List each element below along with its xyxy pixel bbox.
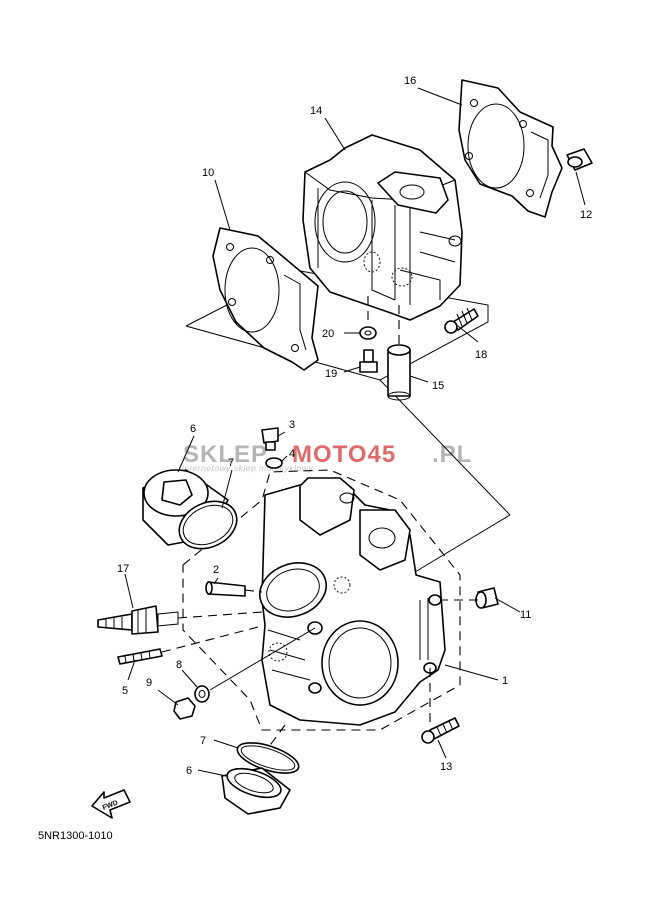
callout-15: 15 [432, 380, 444, 392]
callout-10: 10 [202, 167, 214, 179]
callout-2: 2 [213, 564, 219, 576]
callout-7-upper: 7 [228, 457, 234, 469]
part-8-washer [194, 685, 210, 703]
callout-9: 9 [146, 677, 152, 689]
diagram-code: 5NR1300-1010 [38, 830, 113, 842]
watermark-red-text: MOTO45 [292, 441, 396, 468]
callout-6-lower: 6 [186, 765, 192, 777]
callout-11: 11 [520, 609, 531, 621]
watermark: SKLEP MOTO45 .PL internetowy sklep motoc… [182, 441, 471, 473]
part-19-bolt [359, 349, 378, 373]
callout-7-lower: 7 [200, 735, 206, 747]
callout-8: 8 [176, 659, 182, 671]
callout-labels: 16 12 14 10 18 20 19 15 3 4 6 7 2 17 5 8… [117, 75, 592, 777]
watermark-grey-text: SKLEP [183, 441, 268, 468]
part-7-oring-upper [178, 500, 238, 550]
part-11-dowel [475, 587, 499, 609]
leader-lines [124, 87, 586, 777]
part-9-nut [173, 697, 196, 720]
callout-13: 13 [440, 761, 452, 773]
part-15-pipe [387, 344, 411, 401]
part-18-bolt [444, 307, 479, 334]
callout-12: 12 [580, 209, 592, 221]
callout-6-upper: 6 [190, 423, 196, 435]
callout-18: 18 [475, 349, 487, 361]
part-3-bolt [261, 427, 279, 451]
watermark-tagline: internetowy sklep motocyklowy [182, 463, 313, 473]
callout-17: 17 [117, 563, 129, 575]
part-16-gasket [458, 79, 563, 218]
part-13-bolt [421, 717, 460, 744]
callout-20: 20 [322, 328, 334, 340]
part-6-cap-lower [221, 767, 291, 815]
part-14-cylinder [302, 134, 463, 321]
part-2-dowel [205, 581, 246, 597]
part-1-cylinder-head [259, 477, 446, 726]
part-17-spark-plug [97, 605, 179, 635]
part-4-washer [265, 457, 283, 469]
fwd-arrow: FWD [91, 789, 131, 819]
part-12-dowel [566, 148, 593, 171]
callout-1: 1 [502, 675, 508, 687]
callout-14: 14 [310, 105, 322, 117]
callout-3: 3 [289, 419, 295, 431]
head-group-outline [182, 469, 461, 731]
part-20-washer [359, 326, 377, 340]
callout-4: 4 [289, 448, 295, 460]
part-5-stud [117, 648, 163, 665]
part-10-gasket [212, 227, 319, 371]
callout-19: 19 [325, 368, 337, 380]
callout-5: 5 [122, 685, 128, 697]
callout-16: 16 [404, 75, 416, 87]
